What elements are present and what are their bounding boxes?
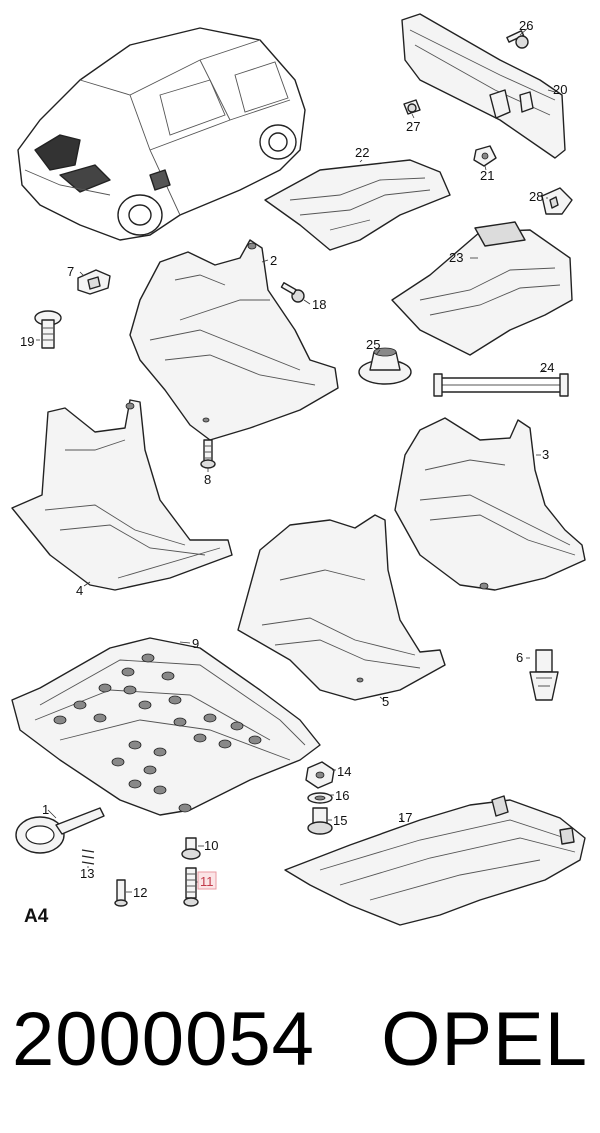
callout-26: 26	[519, 18, 533, 33]
callout-21: 21	[480, 168, 494, 183]
part-15-bolt	[307, 807, 333, 835]
callout-6: 6	[516, 650, 523, 665]
part-21-nut	[473, 145, 497, 167]
callout-28: 28	[529, 189, 543, 204]
part-27-clip	[403, 99, 421, 115]
part-9-underbody-shield	[11, 637, 321, 816]
part-28-push-rivet	[541, 187, 573, 215]
part-7-clip	[77, 269, 111, 295]
part-17-underbody-shield	[284, 795, 586, 926]
callout-11: 11	[200, 874, 214, 889]
part-9-holes	[53, 653, 262, 813]
part-13-spring	[81, 849, 95, 865]
callout-labels: 26 20 27 21 28 22 23 2 7 18 19 25 24 8 3…	[20, 18, 567, 927]
parts-exploded-diagram: 26 20 27 21 28 22 23 2 7 18 19 25 24 8 3…	[11, 13, 586, 927]
callout-9: 9	[192, 636, 199, 651]
part-14-nut	[305, 761, 335, 789]
callout-2: 2	[270, 253, 277, 268]
callout-27: 27	[406, 119, 420, 134]
callout-13: 13	[80, 866, 94, 881]
part-24-strap	[433, 373, 569, 397]
callout-25: 25	[366, 337, 380, 352]
leader-lines	[36, 27, 556, 893]
callout-19: 19	[20, 334, 34, 349]
part-5-liner	[237, 514, 446, 701]
callout-8: 8	[204, 472, 211, 487]
part-23-bracket	[391, 221, 573, 356]
callout-15: 15	[333, 813, 347, 828]
part-12-bolt	[114, 879, 128, 907]
callout-7: 7	[67, 264, 74, 279]
callout-12: 12	[133, 885, 147, 900]
part-22-bracket	[264, 159, 451, 251]
part-10-bolt	[181, 837, 201, 860]
part-16-washer	[307, 792, 333, 804]
part-2-liner	[129, 239, 339, 441]
callout-10: 10	[204, 838, 218, 853]
footer-caption: 2000054 OPEL	[0, 985, 600, 1095]
part-19-bolt	[34, 310, 62, 349]
callout-24: 24	[540, 360, 554, 375]
part-4-liner	[11, 399, 233, 591]
part-26-screw	[506, 30, 529, 49]
car-outline-illustration	[17, 27, 306, 241]
callout-18: 18	[312, 297, 326, 312]
part-11-bolt	[183, 867, 199, 907]
callout-4: 4	[76, 583, 83, 598]
callout-17: 17	[398, 810, 412, 825]
brand-name: OPEL	[381, 997, 588, 1082]
callout-14: 14	[337, 764, 351, 779]
callout-5: 5	[382, 694, 389, 709]
callout-16: 16	[335, 788, 349, 803]
part-25-grommet	[358, 347, 412, 385]
sheet-label: A4	[24, 906, 49, 927]
callout-23: 23	[449, 250, 463, 265]
callout-20: 20	[553, 82, 567, 97]
part-number: 2000054	[12, 997, 315, 1082]
callout-1: 1	[42, 802, 49, 817]
part-18-screw	[280, 282, 305, 303]
part-20-trim-panel	[401, 13, 566, 159]
callout-11-highlight	[197, 871, 217, 890]
part-8-screw	[200, 439, 216, 469]
part-1-tow-eye	[15, 807, 105, 854]
part-3-liner	[394, 417, 586, 591]
callout-3: 3	[542, 447, 549, 462]
callout-22: 22	[355, 145, 369, 160]
part-6-push-rivet	[529, 649, 559, 701]
